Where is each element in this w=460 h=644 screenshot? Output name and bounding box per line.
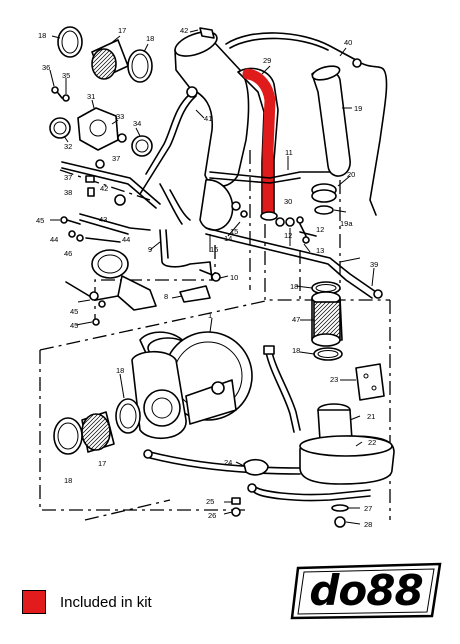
callout-27: 27 [364, 504, 372, 513]
callout-22: 22 [368, 438, 376, 447]
callout-47: 47 [292, 315, 300, 324]
intake-clamp-and-filter-top [57, 26, 153, 83]
callout-18: 18 [38, 31, 46, 40]
callout-18: 18 [146, 34, 154, 43]
callout-46: 46 [64, 249, 72, 258]
callout-18: 18 [116, 366, 124, 375]
intake-hose-upper [174, 27, 250, 188]
fittings-8-10 [179, 269, 221, 303]
callout-45: 45 [70, 321, 78, 330]
turbocharger-1 [131, 331, 253, 439]
callout-19: 19 [354, 104, 362, 113]
logo-text: do88 [309, 566, 423, 615]
callout-42: 42 [100, 184, 108, 193]
line-24 [243, 458, 371, 502]
callout-17: 17 [98, 459, 106, 468]
intake-clamp-and-filter-bottom [53, 398, 141, 455]
oil-tank-21-22 [299, 403, 395, 485]
callout-39: 39 [370, 260, 378, 269]
callout-numbers: 18 17 18 42 40 29 36 35 31 19 33 34 41 3… [36, 26, 378, 529]
callout-12: 12 [284, 231, 292, 240]
fasteners-25-28 [231, 497, 349, 528]
sensor-assembly-31 [49, 86, 153, 169]
line-41 [139, 86, 198, 195]
callout-45: 45 [36, 216, 44, 225]
callout-44: 44 [50, 235, 58, 244]
callout-20: 20 [347, 170, 355, 179]
callout-37: 37 [64, 173, 72, 182]
bracket-23 [355, 363, 385, 401]
callout-leader-lines [49, 29, 375, 525]
wastegate-actuator-46 [65, 249, 157, 326]
callout-8: 8 [164, 292, 168, 301]
callout-14: 14 [224, 234, 232, 243]
callout-40: 40 [344, 38, 352, 47]
callout-34: 34 [133, 119, 141, 128]
bracket-43-bolts [60, 213, 151, 243]
oil-line-40 [225, 32, 388, 216]
callout-33: 33 [116, 112, 124, 121]
callout-18: 18 [292, 346, 300, 355]
legend-swatch-red [22, 590, 46, 614]
callout-25: 25 [206, 497, 214, 506]
bolts-12-13-15-30 [275, 216, 317, 244]
callout-23: 23 [330, 375, 338, 384]
callout-31: 31 [87, 92, 95, 101]
callout-44: 44 [122, 235, 130, 244]
callout-29: 29 [263, 56, 271, 65]
callout-10: 10 [230, 273, 238, 282]
legend-label: Included in kit [60, 593, 152, 611]
callout-16: 16 [210, 245, 218, 254]
callout-24: 24 [224, 458, 232, 467]
logo-badge [290, 562, 442, 620]
seal-20-and-19a [311, 183, 337, 215]
callout-9: 9 [148, 245, 152, 254]
callout-1: 1 [208, 311, 212, 320]
line-11 [209, 171, 331, 184]
callout-45: 45 [70, 307, 78, 316]
callout-41: 41 [204, 114, 212, 123]
legend: Included in kit [22, 590, 152, 614]
banjo-bolts-37-38-42 [61, 161, 161, 209]
callout-11: 11 [285, 148, 293, 157]
callout-42: 42 [180, 26, 188, 35]
callout-28: 28 [364, 520, 372, 529]
intake-clamp-filter-47 [311, 281, 343, 361]
callout-18: 18 [64, 476, 72, 485]
callout-18: 18 [290, 282, 298, 291]
callout-43: 43 [99, 215, 107, 224]
callout-32: 32 [64, 142, 72, 151]
callout-37: 37 [112, 154, 120, 163]
callout-17: 17 [118, 26, 126, 35]
callout-35: 35 [62, 71, 70, 80]
callout-12: 12 [316, 225, 324, 234]
do88-logo: do88 [290, 562, 442, 620]
oil-return-line-14-16 [159, 179, 248, 281]
pipe-19 [311, 65, 351, 177]
callout-15: 15 [230, 227, 238, 236]
callout-38: 38 [64, 188, 72, 197]
callout-26: 26 [208, 511, 216, 520]
callout-36: 36 [42, 63, 50, 72]
line-39 [205, 227, 383, 299]
callout-13: 13 [316, 246, 324, 255]
callout-30: 30 [284, 197, 292, 206]
callout-21: 21 [367, 412, 375, 421]
oil-line-turbo-to-22 [143, 345, 301, 475]
callout-19a: 19a [340, 219, 353, 228]
